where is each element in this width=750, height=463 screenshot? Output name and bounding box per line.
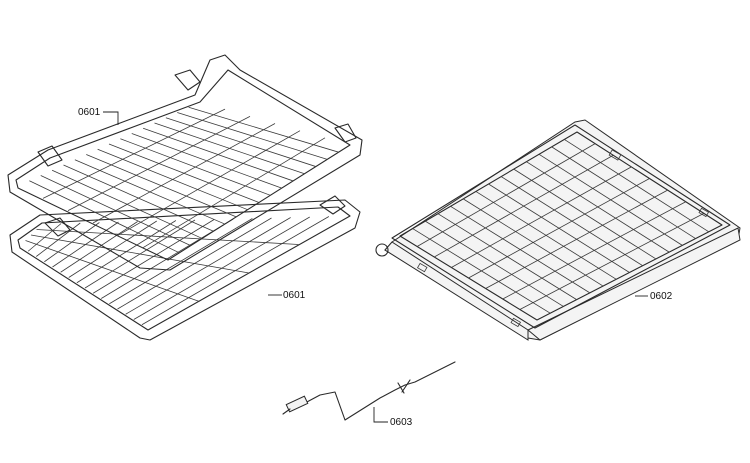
leader-sensor [373, 407, 388, 423]
rack-wire [68, 220, 157, 278]
rack-wire [92, 219, 215, 294]
rack-wire [142, 137, 326, 249]
label-top-rack: 0601 [78, 107, 101, 118]
rack-wire [84, 219, 196, 289]
label-sliding-rack: 0602 [650, 291, 673, 302]
rack-wire [42, 108, 226, 199]
rack-wire [52, 221, 119, 268]
rack-wire [485, 189, 668, 289]
rack-wire [141, 216, 330, 326]
bottom-wire-rack [9, 195, 361, 341]
rack-wire [44, 222, 100, 263]
rack-wire [502, 201, 686, 300]
rack-wire [519, 213, 705, 310]
rack-wire [416, 143, 596, 247]
rack-wire [117, 130, 301, 236]
rack-wire [117, 217, 272, 310]
rack-wire [60, 221, 138, 273]
rack-wire [92, 123, 276, 224]
rack-wire [434, 154, 614, 258]
rack-wire [67, 115, 251, 212]
rack-wire [468, 178, 650, 279]
rack-wire [109, 218, 253, 305]
rack-wire [133, 216, 310, 320]
sliding-wire-rack [375, 119, 741, 341]
label-bottom-rack: 0601 [283, 290, 306, 301]
top-wire-rack [7, 54, 363, 271]
leader-top-rack [103, 111, 119, 125]
rack-wire [451, 166, 632, 268]
label-sensor: 0603 [390, 417, 413, 428]
rack-wire [27, 223, 62, 252]
temperature-probe [282, 361, 456, 421]
rack-wire [125, 217, 291, 315]
